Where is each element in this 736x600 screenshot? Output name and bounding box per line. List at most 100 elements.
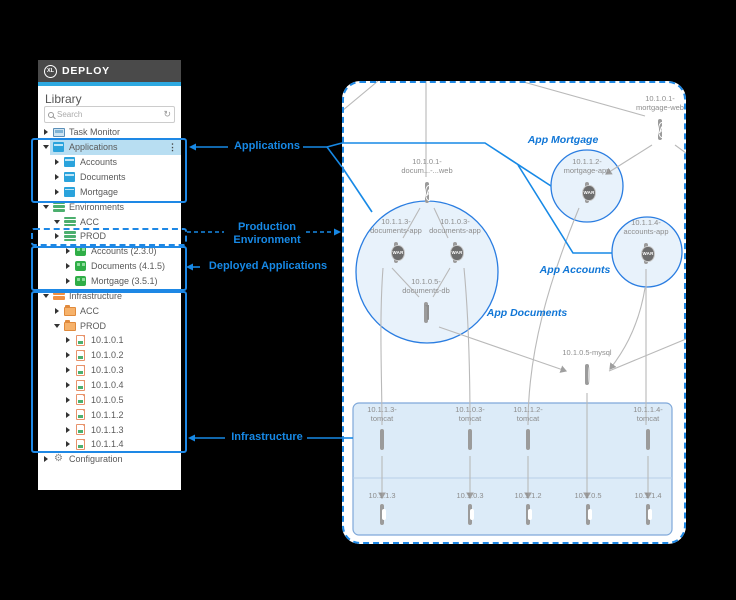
tree-item-documents[interactable]: Documents — [38, 170, 181, 185]
tree-item-documents-4-1-5[interactable]: Documents (4.1.5) — [38, 259, 181, 274]
node-label: 10.1.0.3- tomcat — [455, 405, 485, 423]
tree-item-10-1-0-1[interactable]: 10.1.0.1 — [38, 333, 181, 348]
application-icon — [63, 172, 76, 182]
folder-icon — [63, 305, 76, 317]
expander-icon[interactable] — [41, 456, 50, 462]
environment-icon — [63, 216, 76, 227]
expander-icon[interactable] — [52, 189, 61, 195]
machine-icon — [470, 509, 474, 520]
node-10-1-0-5[interactable] — [586, 504, 592, 525]
tree-item-label: Documents (4.1.5) — [91, 261, 166, 272]
expander-icon[interactable] — [63, 352, 72, 358]
expander-icon[interactable] — [52, 159, 61, 165]
node-10-1-1-4-accounts-app[interactable]: WAR — [641, 243, 655, 264]
node-10-1-0-5-documents-db[interactable] — [424, 302, 429, 323]
tree-item-label: 10.1.1.2 — [91, 409, 124, 420]
tree-item-label: Mortgage (3.5.1) — [91, 276, 158, 287]
expander-icon[interactable] — [63, 263, 72, 269]
node-10-1-0-3-documents-app[interactable]: WAR — [450, 242, 464, 263]
war-archive-icon: WAR — [391, 244, 405, 261]
tree-item-10-1-0-2[interactable]: 10.1.0.2 — [38, 348, 181, 363]
node-label: 10.1.1.4- accounts-app — [623, 218, 669, 236]
node-label: 10.1.1.4 — [634, 490, 662, 500]
library-title: Library — [45, 92, 82, 106]
expander-icon[interactable] — [52, 220, 61, 224]
war-archive-icon: WAR — [582, 184, 596, 201]
tree-item-task-monitor[interactable]: Task Monitor — [38, 125, 181, 140]
callout-infrastructure: Infrastructure — [231, 431, 303, 443]
expander-icon[interactable] — [63, 278, 72, 284]
tree-item-10-1-0-5[interactable]: 10.1.0.5 — [38, 392, 181, 407]
host-icon — [74, 438, 87, 450]
search-box[interactable]: ↻ — [44, 106, 175, 123]
tree-item-prod[interactable]: PROD — [38, 318, 181, 333]
tree-item-10-1-1-3[interactable]: 10.1.1.3 — [38, 422, 181, 437]
node-10-1-0-1-docum-web[interactable]: A — [424, 182, 434, 203]
tree-item-acc[interactable]: ACC — [38, 214, 181, 229]
node-10-1-0-3-tomcat[interactable] — [468, 429, 472, 450]
tree-item-label: 10.1.0.5 — [91, 394, 124, 405]
tree-item-10-1-1-2[interactable]: 10.1.1.2 — [38, 407, 181, 422]
node-10-1-1-2[interactable] — [526, 504, 532, 525]
task-monitor-icon — [52, 127, 65, 137]
node-label: 10.1.0.5- documents-db — [402, 277, 450, 295]
node-10-1-1-4[interactable] — [646, 504, 652, 525]
node-10-1-0-5-mysql[interactable] — [585, 364, 590, 385]
expander-icon[interactable] — [41, 129, 50, 135]
tree-item-configuration[interactable]: ⚙Configuration — [38, 452, 181, 467]
tree-item-environments[interactable]: Environments — [38, 199, 181, 214]
tree-item-10-1-0-4[interactable]: 10.1.0.4 — [38, 378, 181, 393]
apache-icon: A — [657, 121, 667, 138]
tree-item-prod[interactable]: PROD — [38, 229, 181, 244]
search-input[interactable] — [57, 110, 161, 119]
node-10-1-1-3-documents-app[interactable]: WAR — [391, 242, 405, 263]
tree-item-accounts[interactable]: Accounts — [38, 155, 181, 170]
node-10-1-1-2-tomcat[interactable] — [526, 429, 530, 450]
expander-icon[interactable] — [63, 397, 72, 403]
expander-icon[interactable] — [52, 233, 61, 239]
expander-icon[interactable] — [63, 382, 72, 388]
expander-icon[interactable] — [52, 174, 61, 180]
node-10-1-1-3[interactable] — [380, 504, 386, 525]
deployed-app-icon — [74, 276, 87, 287]
expander-icon[interactable] — [63, 427, 72, 433]
node-label: 10.1.1.4- tomcat — [633, 405, 663, 423]
expander-icon[interactable] — [63, 248, 72, 254]
folder-icon — [63, 320, 76, 332]
expander-icon[interactable] — [41, 145, 50, 149]
tree-item-applications[interactable]: Applications⋮ — [38, 139, 181, 155]
expander-icon[interactable] — [63, 367, 72, 373]
expander-icon[interactable] — [41, 294, 50, 298]
node-10-1-0-3[interactable] — [468, 504, 474, 525]
expander-icon[interactable] — [52, 324, 61, 328]
expander-icon[interactable] — [63, 337, 72, 343]
database-file-icon — [427, 305, 429, 320]
tree-item-mortgage-3-5-1[interactable]: Mortgage (3.5.1) — [38, 274, 181, 289]
node-label: 10.1.1.2- mortgage-app — [563, 157, 611, 175]
tree-item-accounts-2-3-0[interactable]: Accounts (2.3.0) — [38, 244, 181, 259]
tree-item-infrastructure[interactable]: Infrastructure — [38, 288, 181, 303]
expander-icon[interactable] — [63, 412, 72, 418]
environment-icon — [63, 231, 76, 242]
node-10-1-1-3-tomcat[interactable] — [380, 429, 384, 450]
apache-icon: A — [424, 184, 434, 201]
node-10-1-0-1-mortgage-web[interactable]: A — [657, 119, 667, 140]
node-label: 10.1.1.2- tomcat — [513, 405, 543, 423]
expander-icon[interactable] — [52, 308, 61, 314]
node-10-1-1-4-tomcat[interactable] — [646, 429, 650, 450]
gear-icon: ⚙ — [54, 453, 63, 465]
tree-item-acc[interactable]: ACC — [38, 303, 181, 318]
tree-item-label: Infrastructure — [69, 290, 123, 301]
tree-item-label: 10.1.1.4 — [91, 439, 124, 450]
tree-item-mortgage[interactable]: Mortgage — [38, 184, 181, 199]
group-label-app-accounts: App Accounts — [539, 264, 611, 276]
tree-item-10-1-0-3[interactable]: 10.1.0.3 — [38, 363, 181, 378]
tree-item-10-1-1-4[interactable]: 10.1.1.4 — [38, 437, 181, 452]
refresh-icon[interactable]: ↻ — [163, 109, 171, 119]
host-icon — [74, 349, 87, 361]
expander-icon[interactable] — [41, 205, 50, 209]
expander-icon[interactable] — [63, 441, 72, 447]
node-10-1-1-2-mortgage-app[interactable]: WAR — [582, 182, 596, 203]
kebab-menu-icon[interactable]: ⋮ — [168, 141, 177, 152]
